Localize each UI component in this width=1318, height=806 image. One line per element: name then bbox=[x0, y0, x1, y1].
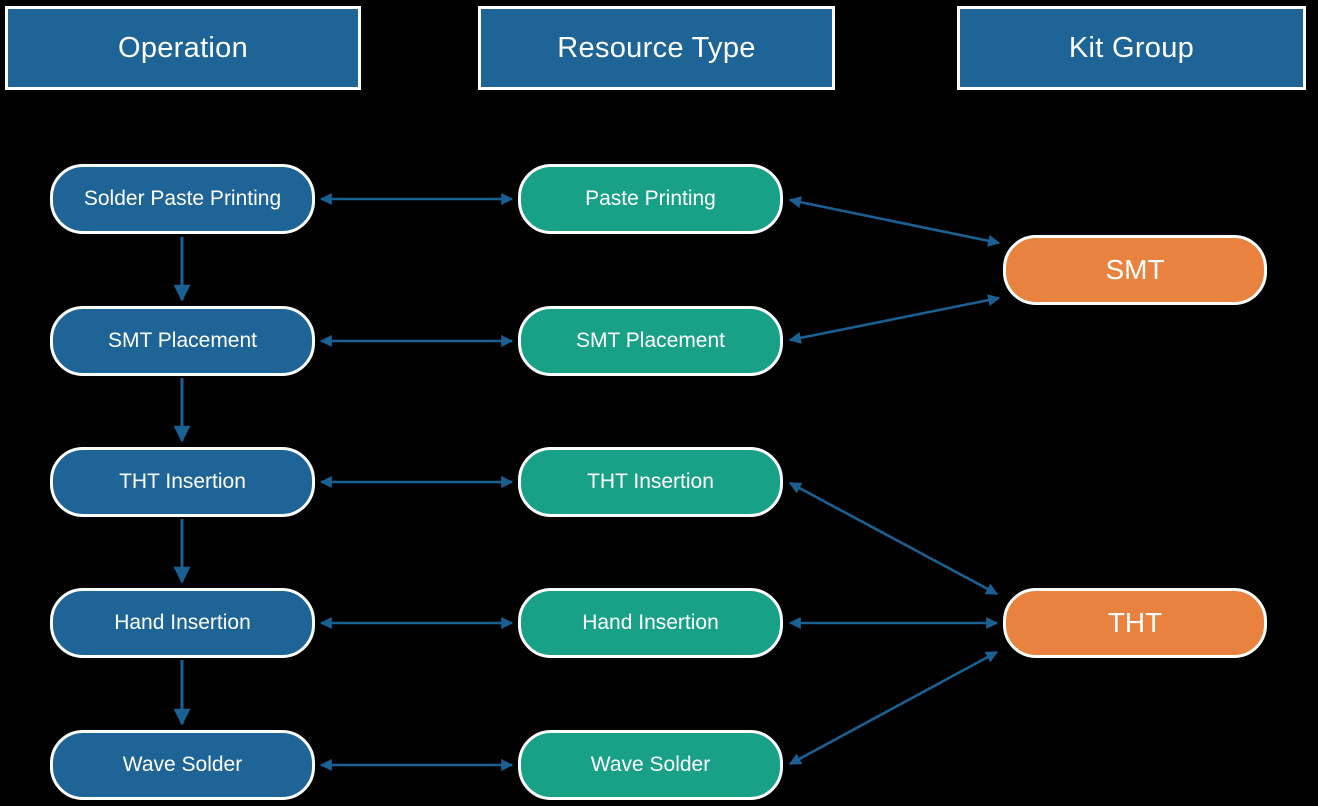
kit-group-node-smt: SMT bbox=[1003, 235, 1267, 305]
arrow-res1-kit-smt bbox=[788, 196, 1001, 247]
operation-node-smt-placement: SMT Placement bbox=[50, 306, 315, 376]
resource-node-paste-printing: Paste Printing bbox=[518, 164, 783, 234]
arrow-res2-kit-smt bbox=[788, 294, 1001, 344]
operation-column-header: Operation bbox=[5, 6, 361, 90]
operation-node-tht-insertion: THT Insertion bbox=[50, 447, 315, 517]
operation-node-hand-insertion: Hand Insertion bbox=[50, 588, 315, 658]
resource-node-hand-insertion: Hand Insertion bbox=[518, 588, 783, 658]
resource-node-smt-placement: SMT Placement bbox=[518, 306, 783, 376]
resource-node-wave-solder: Wave Solder bbox=[518, 730, 783, 800]
resource-node-tht-insertion: THT Insertion bbox=[518, 447, 783, 517]
arrow-res3-kit-tht bbox=[788, 481, 999, 596]
operation-node-solder-paste-printing: Solder Paste Printing bbox=[50, 164, 315, 234]
resource-type-column-header: Resource Type bbox=[478, 6, 835, 90]
operation-node-wave-solder: Wave Solder bbox=[50, 730, 315, 800]
arrow-res5-kit-tht bbox=[788, 650, 999, 766]
kit-group-column-header: Kit Group bbox=[957, 6, 1306, 90]
kit-group-node-tht: THT bbox=[1003, 588, 1267, 658]
